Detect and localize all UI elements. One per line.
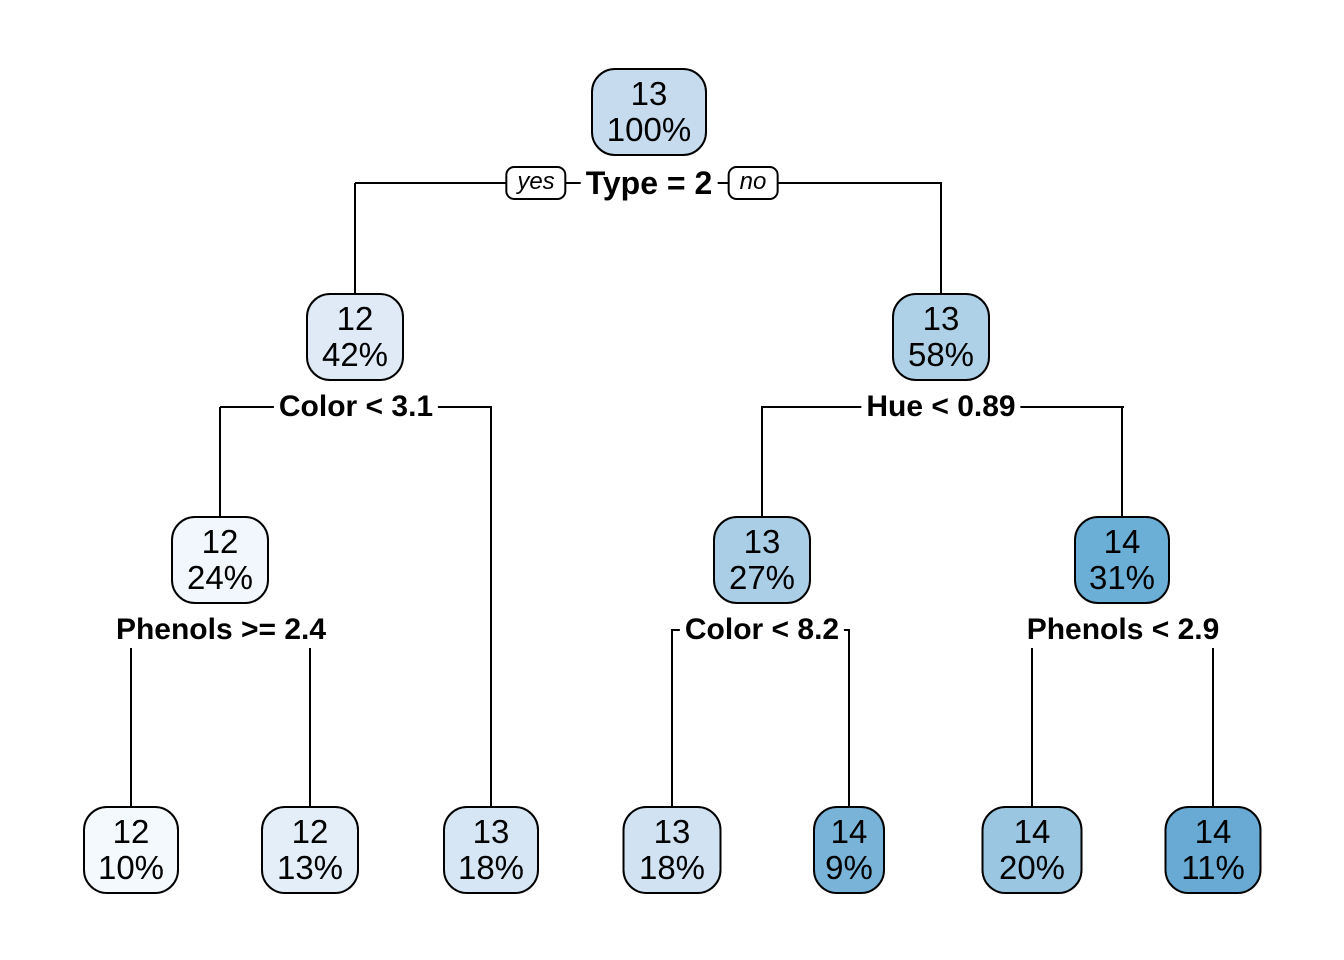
node-percent: 58% (907, 336, 975, 373)
node-value: 12 (112, 813, 150, 850)
split-label-type: Type = 2 (580, 165, 718, 201)
split-label-phenols29: Phenols < 2.9 (1021, 612, 1225, 648)
node-value: 14 (830, 813, 868, 850)
branch-line-to-right-node (940, 183, 942, 296)
branch-line-to-leaf-18-right (671, 630, 673, 809)
node-value: 12 (201, 523, 239, 560)
no-badge: no (727, 166, 779, 200)
node-percent: 18% (457, 849, 525, 886)
node-percent: 42% (321, 336, 389, 373)
node-value: 14 (1103, 523, 1141, 560)
tree-node-31pct: 14 31% (1074, 516, 1170, 604)
leaf-node-13pct: 12 13% (261, 806, 359, 894)
yes-badge: yes (505, 166, 567, 200)
leaf-node-9pct: 14 9% (813, 806, 885, 894)
branch-line-to-leaf-20 (1031, 630, 1033, 809)
branch-line-to-leaf-18-left (490, 407, 492, 809)
leaf-node-11pct: 14 11% (1164, 806, 1262, 894)
branch-line-to-leaf-11 (1212, 630, 1214, 809)
split-label-phenols24: Phenols >= 2.4 (110, 612, 332, 648)
node-percent: 13% (276, 849, 344, 886)
split-label-color82: Color < 8.2 (679, 612, 845, 648)
branch-line-to-node-27 (761, 407, 763, 519)
branch-line-to-node-24 (219, 407, 221, 519)
node-value: 12 (291, 813, 329, 850)
node-percent: 100% (606, 111, 692, 148)
node-percent: 10% (97, 849, 165, 886)
leaf-node-18pct-right: 13 18% (622, 806, 722, 894)
branch-line-to-leaf-13 (309, 630, 311, 809)
node-value: 13 (922, 300, 960, 337)
node-value: 13 (743, 523, 781, 560)
node-value: 12 (336, 300, 374, 337)
split-label-hue: Hue < 0.89 (861, 389, 1021, 425)
leaf-node-10pct: 12 10% (83, 806, 179, 894)
node-percent: 24% (186, 559, 254, 596)
node-value: 14 (1013, 813, 1051, 850)
split-label-color31: Color < 3.1 (273, 389, 439, 425)
node-percent: 18% (638, 849, 706, 886)
tree-node-27pct: 13 27% (713, 516, 811, 604)
node-value: 14 (1194, 813, 1232, 850)
tree-node-24pct: 12 24% (171, 516, 269, 604)
tree-node-left: 12 42% (306, 293, 404, 381)
node-percent: 9% (825, 849, 873, 886)
branch-line-to-left-node (354, 183, 356, 296)
node-value: 13 (653, 813, 691, 850)
leaf-node-18pct-left: 13 18% (443, 806, 539, 894)
node-percent: 20% (998, 849, 1066, 886)
branch-line-to-leaf-9 (848, 630, 850, 809)
branch-line-to-leaf-10 (130, 630, 132, 809)
tree-node-root: 13 100% (591, 68, 707, 156)
node-value: 13 (472, 813, 510, 850)
node-percent: 31% (1088, 559, 1156, 596)
tree-node-right: 13 58% (892, 293, 990, 381)
node-percent: 11% (1181, 849, 1245, 886)
branch-line-to-node-31 (1121, 407, 1123, 519)
leaf-node-20pct: 14 20% (981, 806, 1083, 894)
node-value: 13 (630, 75, 668, 112)
node-percent: 27% (728, 559, 796, 596)
